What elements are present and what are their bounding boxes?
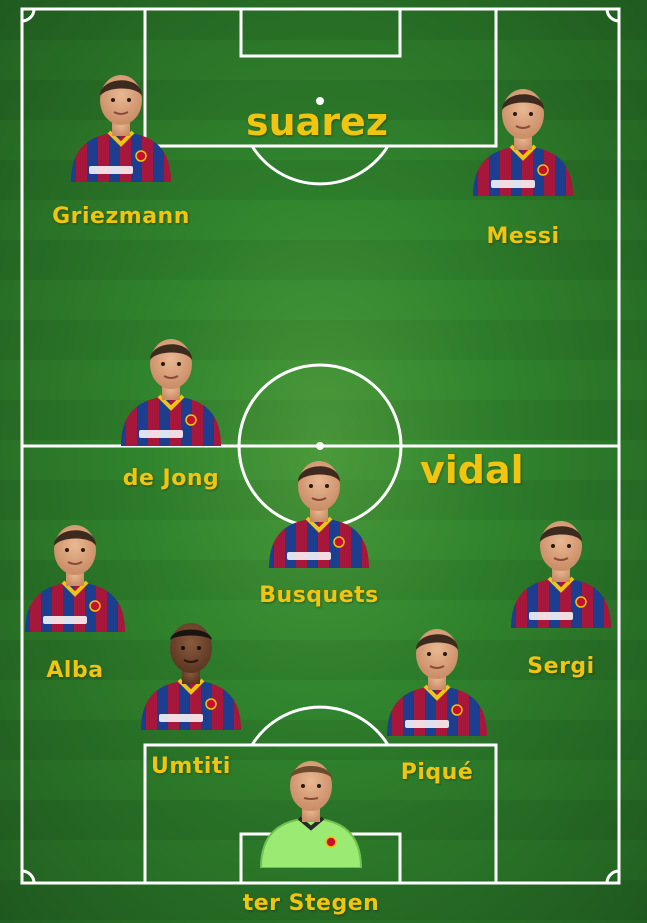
player-photo-messi	[467, 80, 579, 196]
bottom-penalty-arc	[250, 705, 390, 746]
top-goal-box	[239, 7, 402, 58]
player-photo-griezmann	[65, 66, 177, 182]
top-penalty-spot	[316, 97, 324, 105]
player-name-sergi: Sergi	[527, 654, 595, 679]
player-name-ter-stegen: ter Stegen	[242, 891, 380, 916]
player-photo-de-jong	[115, 330, 227, 446]
player-photo-umtiti	[135, 614, 247, 730]
player-name-de-jong: de Jong	[122, 466, 220, 491]
player-name-pique: Piqué	[400, 760, 474, 785]
player-name-suarez: suarez	[246, 100, 388, 144]
player-photo-sergi	[505, 512, 617, 628]
center-spot	[316, 442, 324, 450]
player-name-alba: Alba	[46, 658, 104, 683]
corner-arc-tl	[21, 8, 36, 23]
player-photo-busquets	[263, 452, 375, 568]
player-name-busquets: Busquets	[259, 583, 379, 608]
player-name-umtiti: Umtiti	[151, 754, 231, 779]
player-photo-pique	[381, 620, 493, 736]
corner-arc-br	[605, 869, 620, 884]
player-name-messi: Messi	[486, 224, 560, 249]
player-name-griezmann: Griezmann	[52, 204, 190, 229]
player-photo-ter-stegen	[255, 752, 367, 868]
player-photo-alba	[19, 516, 131, 632]
corner-arc-tr	[605, 8, 620, 23]
top-penalty-arc	[250, 145, 390, 186]
player-name-vidal: vidal	[420, 448, 524, 492]
corner-arc-bl	[21, 869, 36, 884]
